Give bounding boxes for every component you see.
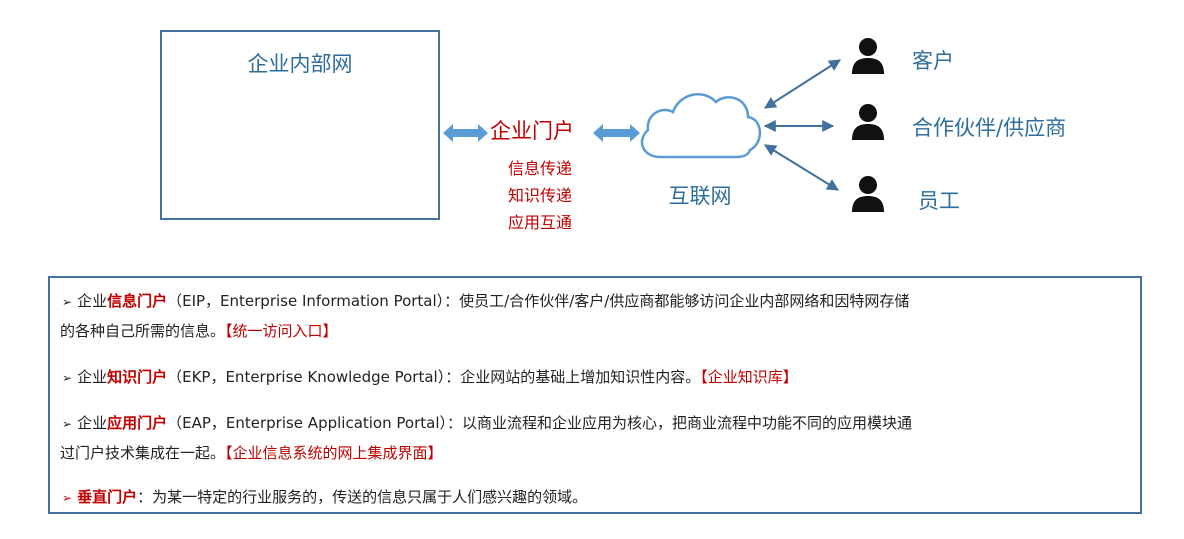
eap-line-1: ➢企业应用门户（EAP，Enterprise Application Porta… [62, 414, 912, 432]
vertical-key: 垂直门户 [77, 488, 138, 506]
eip-tag: 【统一访问入口】 [225, 322, 338, 340]
person-icon [852, 176, 884, 212]
portal-functions: 信息传递 知识传递 应用互通 [480, 155, 600, 236]
person-icon [852, 104, 884, 140]
eap-line-2: 过门户技术集成在一起。【企业信息系统的网上集成界面】 [60, 444, 443, 462]
bullet-icon: ➢ [62, 371, 73, 385]
internet-label: 互联网 [668, 184, 732, 208]
vertical-line: ➢垂直门户：为某一特定的行业服务的，传送的信息只属于人们感兴趣的领域。 [62, 488, 588, 506]
intranet-title: 企业内部网 [247, 52, 353, 76]
party-label-partner: 合作伙伴/供应商 [912, 116, 1067, 140]
bullet-icon: ➢ [62, 491, 73, 505]
intranet-box: 企业内部网 [160, 30, 440, 220]
person-icon [852, 38, 884, 74]
bullet-icon: ➢ [62, 417, 73, 431]
party-label-employee: 员工 [918, 189, 960, 213]
cloud-icon [640, 93, 762, 159]
portal-cloud-arrow [593, 124, 640, 142]
party-label-customer: 客户 [912, 49, 954, 73]
ekp-key: 知识门户 [107, 368, 168, 386]
connection-arrows [763, 59, 842, 191]
intranet-portal-arrow [443, 124, 488, 142]
portal-title: 企业门户 [490, 119, 574, 143]
eip-line-2: 的各种自己所需的信息。【统一访问入口】 [60, 322, 338, 340]
eip-line-1: ➢企业信息门户（EIP，Enterprise Information Porta… [62, 292, 910, 310]
portal-function: 知识传递 [507, 186, 572, 205]
ekp-line: ➢企业知识门户（EKP，Enterprise Knowledge Portal）… [62, 368, 798, 386]
eip-key: 信息门户 [107, 292, 168, 310]
portal-types-box: ➢企业信息门户（EIP，Enterprise Information Porta… [48, 276, 1142, 514]
portal-function: 应用互通 [507, 213, 572, 232]
bullet-icon: ➢ [62, 295, 73, 309]
ekp-tag: 【企业知识库】 [700, 368, 798, 386]
portal-function: 信息传递 [507, 159, 572, 178]
eap-tag: 【企业信息系统的网上集成界面】 [225, 444, 443, 462]
eap-key: 应用门户 [107, 414, 168, 432]
